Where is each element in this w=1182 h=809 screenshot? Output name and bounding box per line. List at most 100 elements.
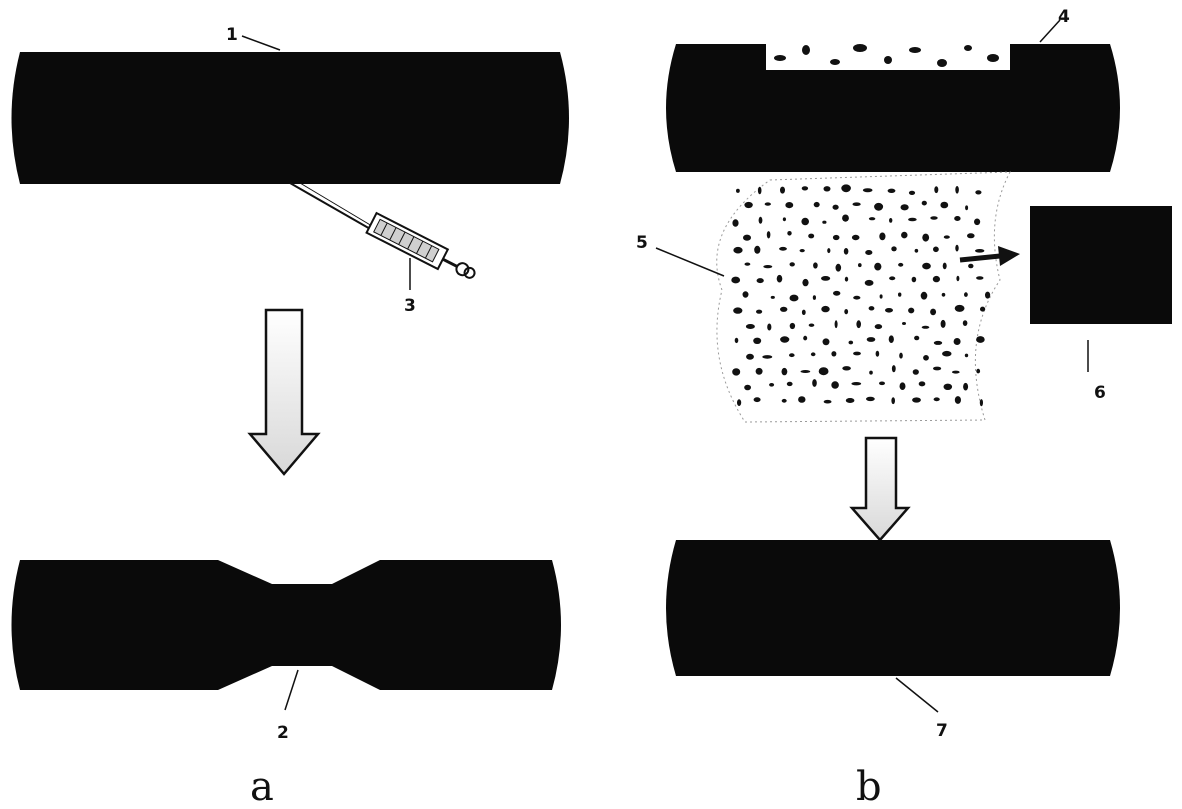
scaffold-pore — [786, 381, 793, 387]
label-5: 5 — [636, 233, 648, 253]
scaffold-pore — [832, 234, 840, 241]
leader-line-5 — [655, 247, 725, 277]
scaffold-pore — [942, 350, 952, 357]
scaffold-pore — [782, 217, 787, 222]
scaffold-pore — [912, 397, 921, 403]
scaffold-pore — [753, 337, 762, 344]
scaffold-pore — [789, 262, 795, 267]
scaffold-pore — [874, 262, 882, 271]
defect-speckle — [774, 44, 999, 67]
scaffold-pore — [842, 214, 849, 222]
scaffold-pore — [813, 201, 820, 208]
scaffold-pore — [941, 292, 946, 297]
scaffold-pore — [789, 353, 795, 358]
scaffold-pore — [743, 234, 751, 241]
scaffold-pore — [834, 320, 838, 329]
scaffold-pore — [832, 204, 839, 210]
scaffold-pore — [744, 262, 751, 266]
down-arrow-b — [849, 436, 911, 542]
scaffold-pore — [785, 202, 794, 209]
scaffold-pore — [845, 398, 855, 403]
scaffold-pore — [923, 355, 929, 361]
scaffold-pore — [922, 233, 930, 242]
scaffold-pore — [821, 305, 830, 313]
scaffold-pore — [848, 340, 854, 345]
scaffold-pore — [767, 323, 772, 331]
scaffold-pore — [801, 217, 809, 226]
down-arrow-a — [247, 308, 321, 476]
scaffold-pore — [964, 353, 969, 358]
scaffold-pore — [732, 368, 741, 376]
scaffold-pore — [803, 335, 808, 341]
scaffold-pore — [736, 188, 740, 193]
scaffold-pore — [789, 322, 796, 330]
leader-line-1 — [241, 35, 281, 51]
leader-line-4 — [1039, 19, 1061, 43]
scaffold-pore — [733, 307, 743, 314]
scaffold-pore — [956, 275, 960, 282]
scaffold-pore — [851, 382, 862, 386]
scaffold-pore — [889, 218, 893, 223]
scaffold-pore — [963, 382, 969, 391]
scaffold-pore — [769, 383, 775, 387]
scaffold-pore — [763, 265, 773, 269]
scaffold-pore — [732, 219, 739, 227]
tube-4-defect — [666, 44, 1120, 172]
scaffold-pore — [908, 190, 916, 195]
scaffold-pore — [930, 308, 937, 316]
scaffold-pore — [891, 246, 897, 252]
scaffold-pore — [976, 276, 984, 280]
scaffold-pore — [812, 379, 817, 387]
scaffold-pore — [835, 263, 842, 272]
scaffold-pore — [827, 248, 831, 254]
scaffold-pore — [862, 188, 873, 193]
scaffold-pore — [731, 276, 741, 284]
scaffold-pore — [918, 381, 926, 387]
scaffold-pore — [757, 186, 762, 195]
scaffold-pore — [776, 274, 783, 283]
scaffold-pore — [940, 201, 949, 209]
scaffold-pore — [779, 246, 787, 251]
scaffold-pore — [875, 350, 880, 357]
syringe-icon — [289, 182, 476, 279]
scaffold-pore — [808, 233, 815, 239]
scaffold-pore — [979, 399, 984, 407]
panel-label-a: a — [250, 764, 274, 809]
scaffold-pore — [921, 200, 927, 206]
scaffold-pore — [879, 381, 885, 386]
scaffold-pore — [888, 335, 894, 344]
scaffold-pore — [908, 307, 915, 314]
scaffold-pore — [770, 295, 775, 299]
scaffold-pore — [742, 291, 749, 298]
scaffold-pore — [756, 309, 763, 314]
scaffold-pore — [975, 190, 982, 195]
scaffold-pore — [801, 309, 806, 315]
scaffold-pore — [841, 184, 851, 193]
scaffold-pore — [891, 397, 895, 405]
scaffold-pore — [898, 262, 904, 267]
scaffold-pore — [954, 216, 961, 221]
scaffold-pore — [853, 351, 861, 356]
scaffold-pore — [899, 382, 906, 391]
scaffold-pore — [858, 263, 862, 268]
scaffold-pore — [975, 249, 985, 253]
scaffold-pore — [985, 291, 991, 299]
scaffold-pore — [914, 248, 919, 253]
scaffold-pore — [879, 232, 886, 241]
label-6: 6 — [1094, 383, 1106, 403]
scaffold-pore — [780, 186, 785, 194]
scaffold-pore — [831, 381, 839, 389]
scaffold-pore — [833, 290, 841, 296]
scaffold-pore — [864, 279, 874, 286]
scaffold-pore — [843, 248, 849, 255]
scaffold-pore — [800, 370, 811, 373]
scaffold-pore — [940, 319, 946, 328]
scaffold-pore — [921, 325, 930, 329]
scaffold-pore — [734, 337, 739, 344]
scaffold-pore — [968, 263, 974, 269]
scaffold-pore — [914, 335, 920, 341]
scaffold-pore — [954, 396, 962, 404]
scaffold-pore — [766, 231, 771, 239]
scaffold-pore — [808, 323, 815, 327]
